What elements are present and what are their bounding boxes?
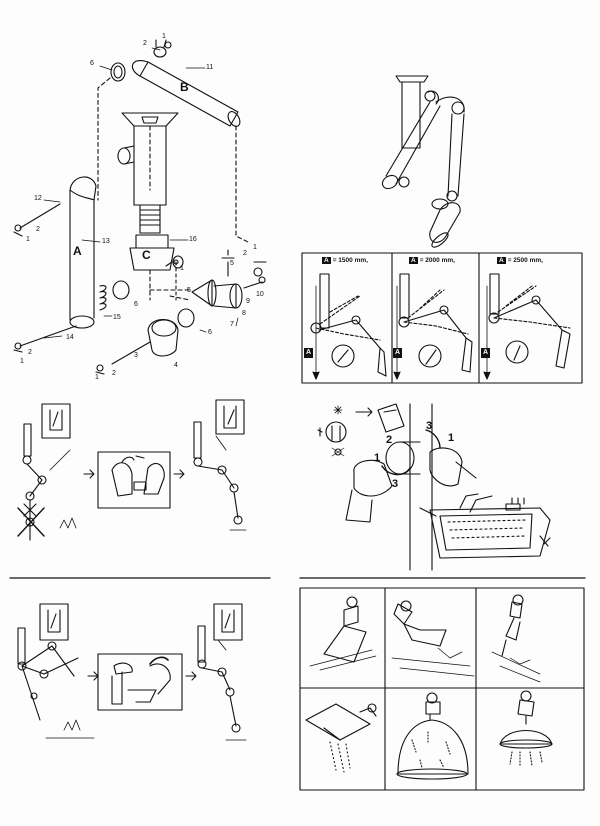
step-label: 1 — [374, 452, 381, 464]
reach-value: = 1500 mm, — [332, 257, 368, 264]
reach-label-2000: A= 2000 mm, — [409, 257, 455, 264]
part-label: 1 — [253, 244, 257, 251]
hood-option-4 — [305, 703, 377, 773]
hood-option-3 — [491, 594, 541, 683]
part-label: 6 — [208, 329, 212, 336]
arm-label-a: A — [73, 244, 82, 258]
friction-adjust-lower-diagram — [17, 603, 247, 741]
part-label: 1 — [162, 33, 166, 40]
part-label: 1 — [26, 236, 30, 243]
step-label: 3 — [392, 478, 399, 490]
joint-label-c: C — [142, 248, 151, 262]
reach-value: = 2500 mm, — [507, 257, 543, 264]
reach-box: A — [322, 257, 331, 264]
part-label: 6 — [134, 301, 138, 308]
reach-side-label: A — [304, 348, 313, 358]
reach-panel-2000 — [393, 273, 473, 380]
part-leader-lines — [43, 47, 239, 339]
part-label: 13 — [102, 238, 110, 245]
part-label: 5 — [230, 260, 234, 267]
step-label: 1 — [448, 432, 455, 444]
part-label: 8 — [242, 310, 246, 317]
part-label: 6 — [90, 60, 94, 67]
reach-box: A — [409, 257, 418, 264]
part-label: 3 — [134, 352, 138, 359]
reach-label-1500: A= 1500 mm, — [322, 257, 368, 264]
part-label: 1 — [95, 374, 99, 381]
reach-value: = 2000 mm, — [419, 257, 455, 264]
part-label: 2 — [36, 226, 40, 233]
part-label: 2 — [243, 250, 247, 257]
reach-panel-1500 — [310, 273, 387, 380]
step-label: 3 — [426, 420, 433, 432]
hood-option-2 — [391, 600, 475, 677]
reach-box: A — [497, 257, 506, 264]
part-label: 2 — [28, 349, 32, 356]
assembled-arm-drawing — [381, 75, 465, 248]
part-label: 10 — [256, 291, 264, 298]
reach-comparison-panels — [301, 252, 583, 384]
part-label: 15 — [113, 314, 121, 321]
part-label: 5 — [187, 287, 191, 294]
reach-side-label: A — [393, 348, 402, 358]
arm-label-b: B — [180, 80, 189, 94]
step-label: 2 — [386, 434, 393, 446]
hood-options-grid — [299, 587, 585, 791]
hood-option-6 — [499, 690, 553, 767]
hood-option-1 — [309, 596, 377, 671]
part-label: 1 — [20, 358, 24, 365]
part-label: 14 — [66, 334, 74, 341]
part-label: 12 — [34, 195, 42, 202]
part-label: 2 — [143, 40, 147, 47]
part-label: 2 — [112, 370, 116, 377]
part-label: 16 — [189, 236, 197, 243]
part-label: 11 — [206, 64, 214, 71]
part-label: 9 — [246, 298, 250, 305]
part-label: 7 — [230, 321, 234, 328]
reach-panel-2500 — [483, 273, 571, 380]
exploded-assembly-drawing — [13, 39, 267, 375]
part-label: 4 — [174, 362, 178, 369]
cleaning-instructions-drawing — [317, 403, 551, 571]
part-label: 1 — [180, 265, 184, 272]
reach-label-2500: A= 2500 mm, — [497, 257, 543, 264]
friction-adjust-before-diagram — [17, 399, 247, 541]
hood-option-5 — [396, 692, 469, 780]
reach-side-label: A — [481, 348, 490, 358]
